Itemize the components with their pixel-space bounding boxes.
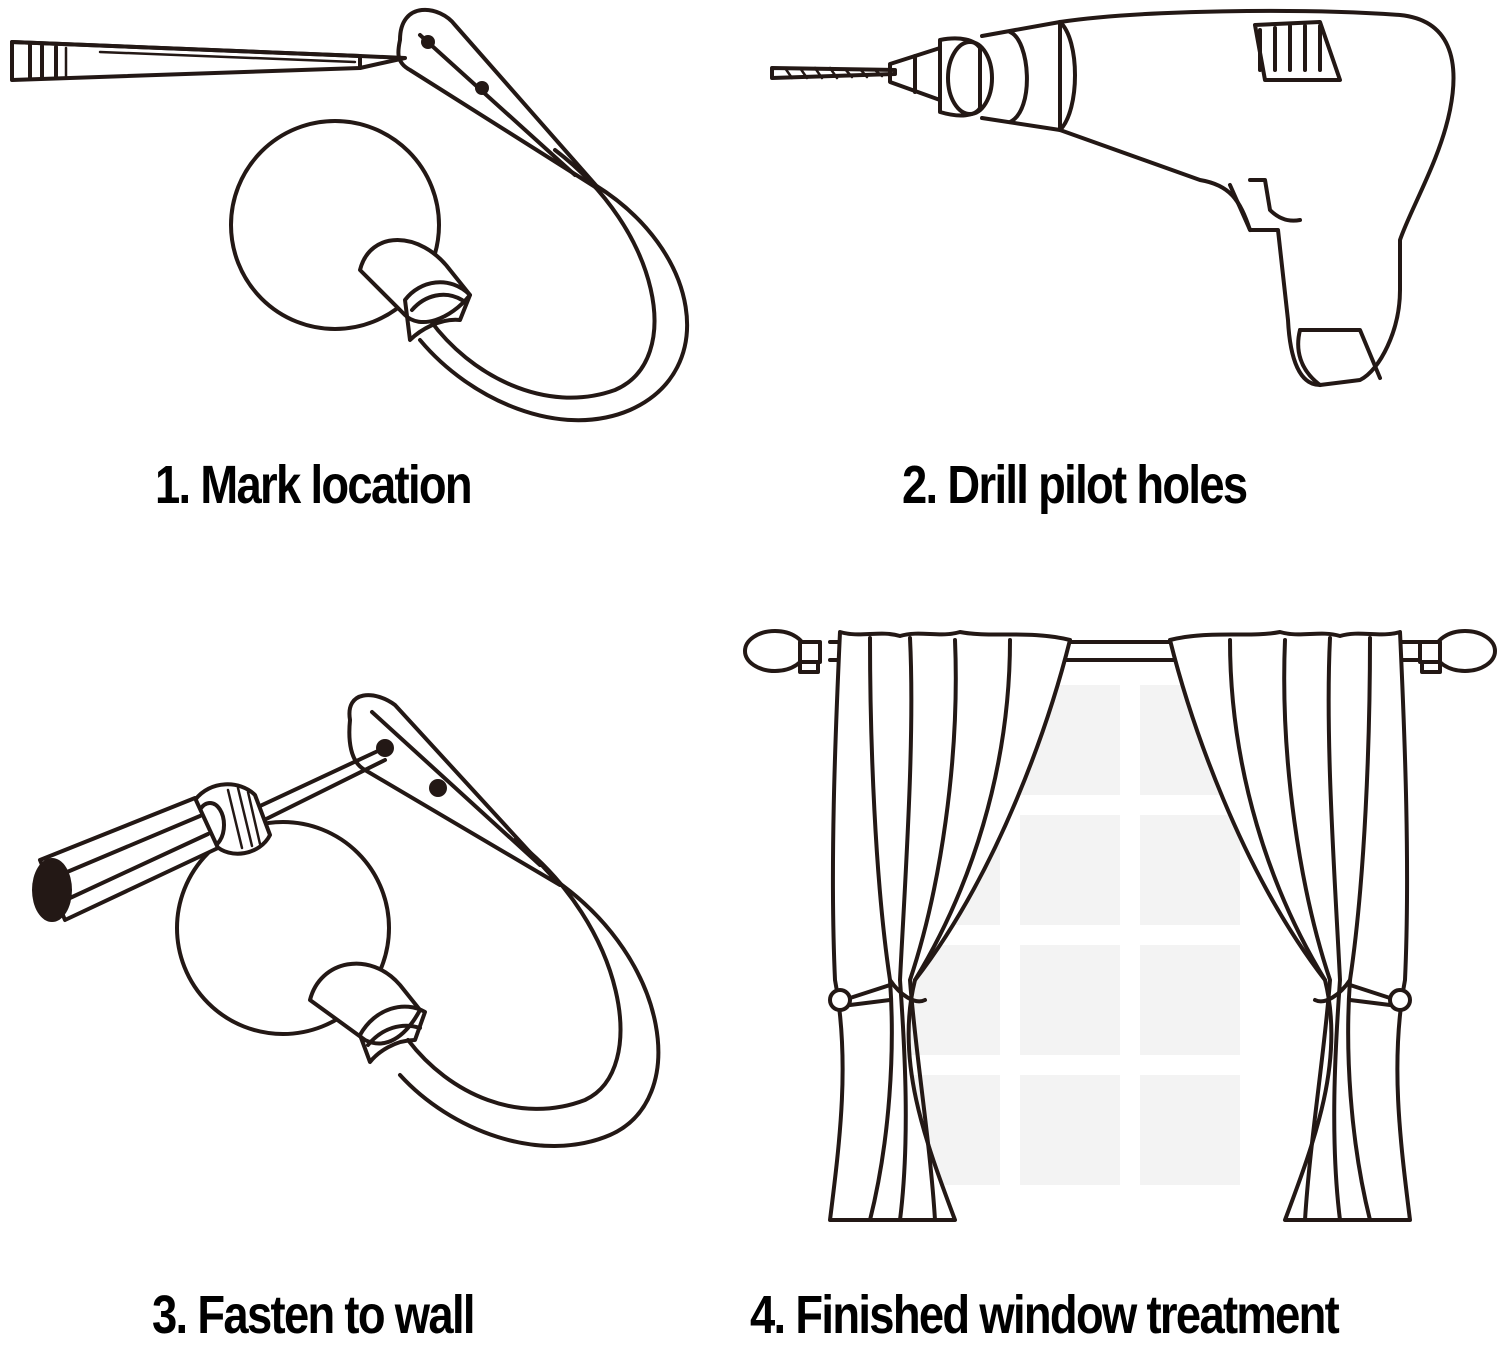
step-4-panel: 4. Finished window treatment [740,620,1500,1347]
pencil-marking-holdback-icon [10,7,690,423]
step-3-panel: 3. Fasten to wall [0,620,740,1347]
step-3-caption: 3. Fasten to wall [152,1285,475,1345]
step-4-caption: 4. Finished window treatment [750,1285,1340,1345]
screwdriver-fastening-holdback-icon [32,693,661,1149]
step-2-panel: 2. Drill pilot holes [760,0,1500,540]
curtained-window-icon [743,629,1497,1222]
step-1-panel: 1. Mark location [0,0,740,540]
power-drill-icon [770,8,1456,387]
step-2-caption: 2. Drill pilot holes [902,455,1248,515]
step-1-caption: 1. Mark location [155,455,473,515]
